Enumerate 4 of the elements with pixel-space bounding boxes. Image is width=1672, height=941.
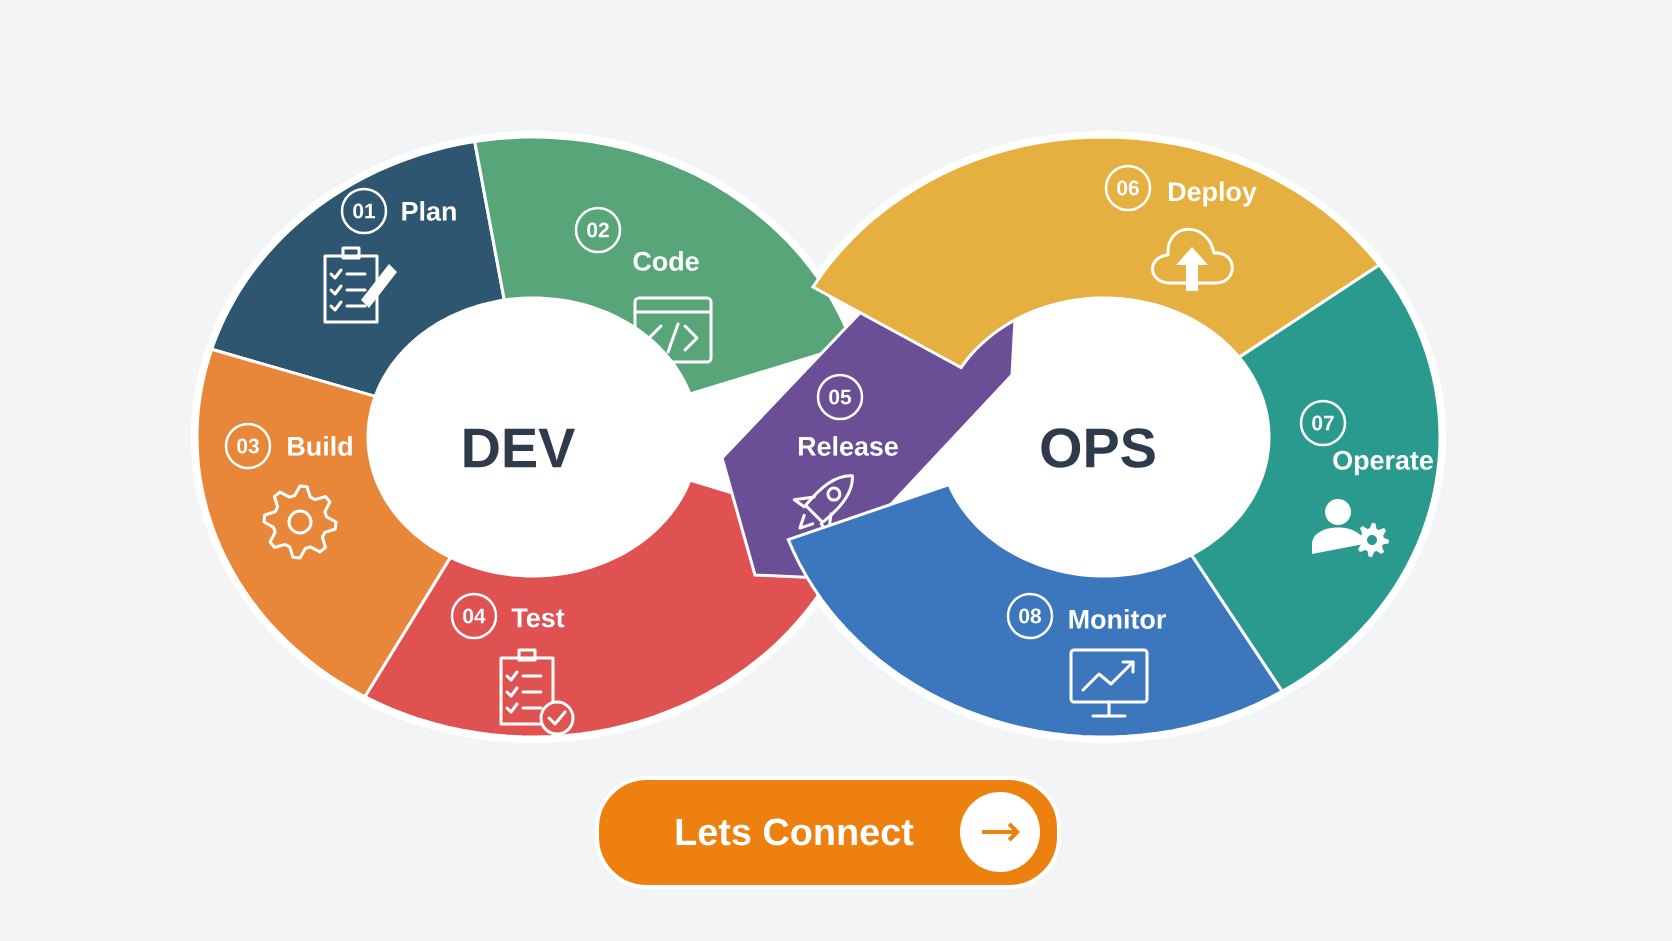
center-label: DEV xyxy=(464,428,575,468)
connect-button: Lets Connect xyxy=(595,776,1061,889)
process-segment: 03 Build xyxy=(195,347,453,699)
center-label: OPS xyxy=(1041,428,1155,468)
